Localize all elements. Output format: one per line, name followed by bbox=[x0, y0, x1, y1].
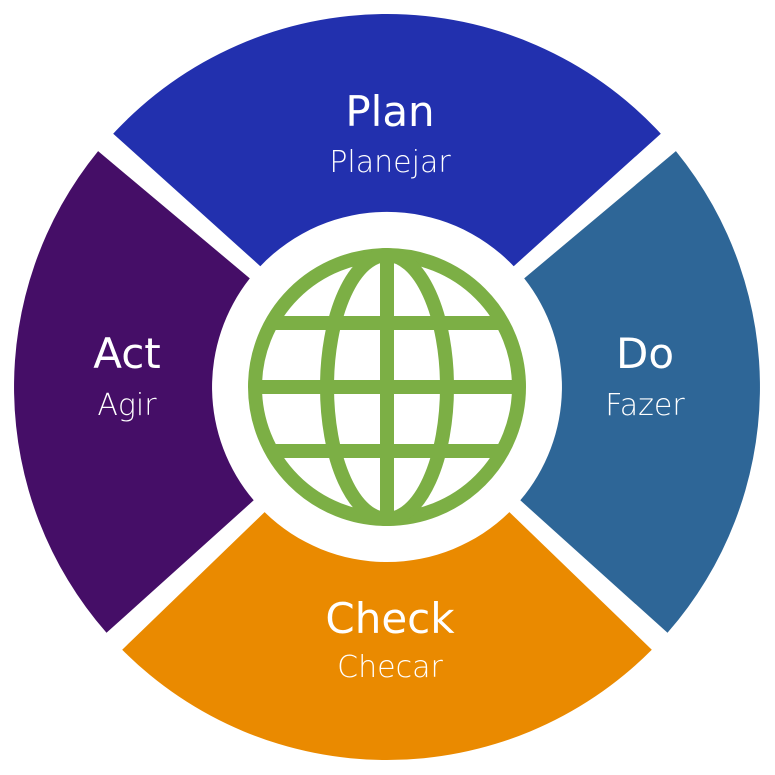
plan-segment bbox=[113, 14, 661, 267]
do-title: Do bbox=[615, 329, 675, 378]
act-segment bbox=[14, 151, 254, 633]
check-segment bbox=[122, 512, 652, 761]
act-subtitle: Agir bbox=[97, 388, 157, 423]
act-title: Act bbox=[93, 329, 161, 378]
plan-subtitle: Planejar bbox=[329, 145, 451, 180]
check-subtitle: Checar bbox=[337, 650, 443, 685]
do-subtitle: Fazer bbox=[605, 388, 685, 423]
globe-icon bbox=[248, 248, 526, 526]
check-title: Check bbox=[325, 594, 455, 643]
do-segment bbox=[520, 151, 760, 633]
plan-title: Plan bbox=[345, 87, 435, 136]
